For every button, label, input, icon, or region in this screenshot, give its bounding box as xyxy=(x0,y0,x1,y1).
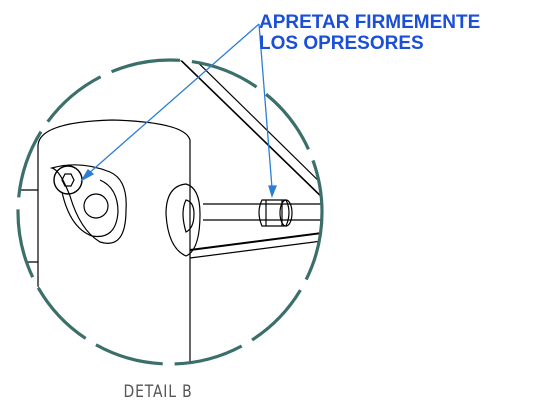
detail-circle xyxy=(16,58,324,366)
counterbore-outline xyxy=(49,164,127,244)
diagonal-bar-line xyxy=(174,60,322,193)
side-oval-inner xyxy=(182,199,195,233)
rail-top-edge xyxy=(189,231,322,251)
detail-label: DETAIL B xyxy=(123,382,193,402)
counterbore-inner xyxy=(61,179,119,238)
rail-bottom-edge xyxy=(189,239,322,259)
callout-line-2: LOS OPRESORES xyxy=(259,33,424,54)
set-screw-end xyxy=(279,199,293,227)
side-oval-hole xyxy=(165,183,201,257)
hex-socket xyxy=(61,173,75,187)
callout-note: APRETAR FIRMEMENTE LOS OPRESORES xyxy=(259,12,480,54)
left-block-outline xyxy=(37,119,191,364)
leader-arrowhead xyxy=(80,169,95,182)
leader-line-to-set-screw xyxy=(258,23,273,189)
leader-line-to-socket-screw xyxy=(87,23,260,175)
leader-lines xyxy=(80,23,277,198)
callout-line-1: APRETAR FIRMEMENTE xyxy=(259,12,481,33)
part-linework xyxy=(18,60,322,364)
diagonal-bar-line xyxy=(159,60,322,206)
counterbore-hole xyxy=(83,193,109,219)
leader-arrowhead xyxy=(268,185,277,198)
